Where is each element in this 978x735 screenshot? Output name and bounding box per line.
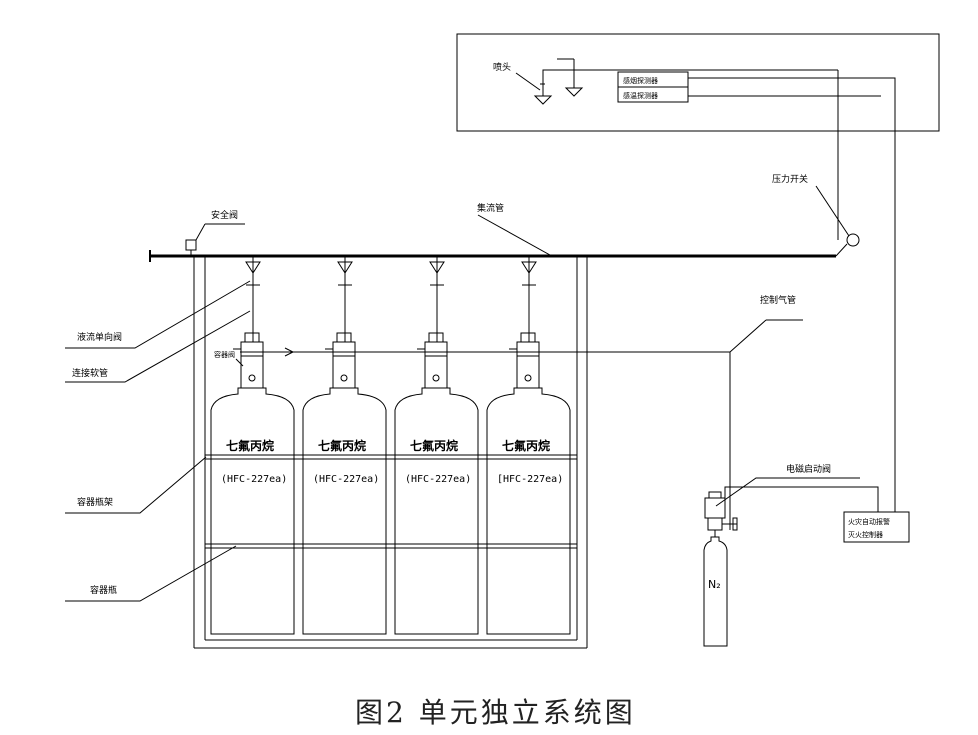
- cylinder-agent-code: (HFC-227ea): [313, 474, 379, 485]
- agent-cylinder: 七氟丙烷 (HFC-227ea): [210, 256, 295, 635]
- solenoid-valve-label: 电磁启动阀: [786, 463, 831, 475]
- check-valve-label: 液流单向阀: [77, 331, 122, 343]
- pressure-switch-icon: [846, 233, 860, 247]
- controller-to-solenoid-wire: [724, 486, 879, 512]
- fire-alarm-controller-box: [843, 511, 910, 543]
- pilot-gas-line: [240, 319, 803, 530]
- heat-detector-label: 感温探测器: [623, 91, 658, 100]
- manifold-label: 集流管: [477, 202, 504, 214]
- smoke-detector-label: 感烟探测器: [623, 76, 658, 85]
- cylinder-agent-name: 七氟丙烷: [410, 438, 458, 453]
- cylinder-agent-code: [HFC-227ea): [497, 474, 563, 485]
- container-valve-label: 容器阀: [214, 350, 235, 359]
- controller-label-line1: 火灾自动报警: [848, 517, 890, 526]
- detector-wiring: [688, 77, 896, 512]
- cylinder-label: 容器瓶: [90, 584, 117, 596]
- cylinder-agent-name: 七氟丙烷: [318, 438, 366, 453]
- pressure-switch-label: 压力开关: [772, 173, 808, 185]
- agent-cylinder: 七氟丙烷 (HFC-227ea): [302, 256, 387, 635]
- nozzle-label: 喷头: [493, 62, 511, 73]
- hose-label: 连接软管: [72, 367, 108, 379]
- cylinder-rack: [193, 256, 588, 649]
- safety-valve-label: 安全阀: [211, 209, 238, 221]
- controller-label-line2: 灭火控制器: [848, 530, 883, 539]
- nitrogen-label: N₂: [708, 578, 721, 591]
- figure-caption: 图2 单元独立系统图: [355, 696, 636, 729]
- agent-cylinder: 七氟丙烷 [HFC-227ea): [486, 256, 571, 635]
- left-leaders: [65, 280, 251, 602]
- cylinder-agent-name: 七氟丙烷: [226, 438, 274, 453]
- safety-valve-icon: [185, 223, 245, 256]
- solenoid-valve-leader: [715, 477, 860, 507]
- control-gas-pipe-label: 控制气管: [760, 294, 796, 306]
- cylinder-agent-code: (HFC-227ea): [405, 474, 471, 485]
- nozzle-leader: [515, 72, 541, 91]
- cylinder-agent-name: 七氟丙烷: [502, 438, 550, 453]
- nitrogen-cylinder: [703, 491, 738, 647]
- nozzle-icon: [533, 58, 838, 105]
- agent-cylinder: 七氟丙烷 (HFC-227ea): [394, 256, 479, 635]
- cylinder-agent-code: (HFC-227ea): [221, 474, 287, 485]
- protected-zone-box: [456, 33, 940, 132]
- rack-label: 容器瓶架: [77, 496, 113, 508]
